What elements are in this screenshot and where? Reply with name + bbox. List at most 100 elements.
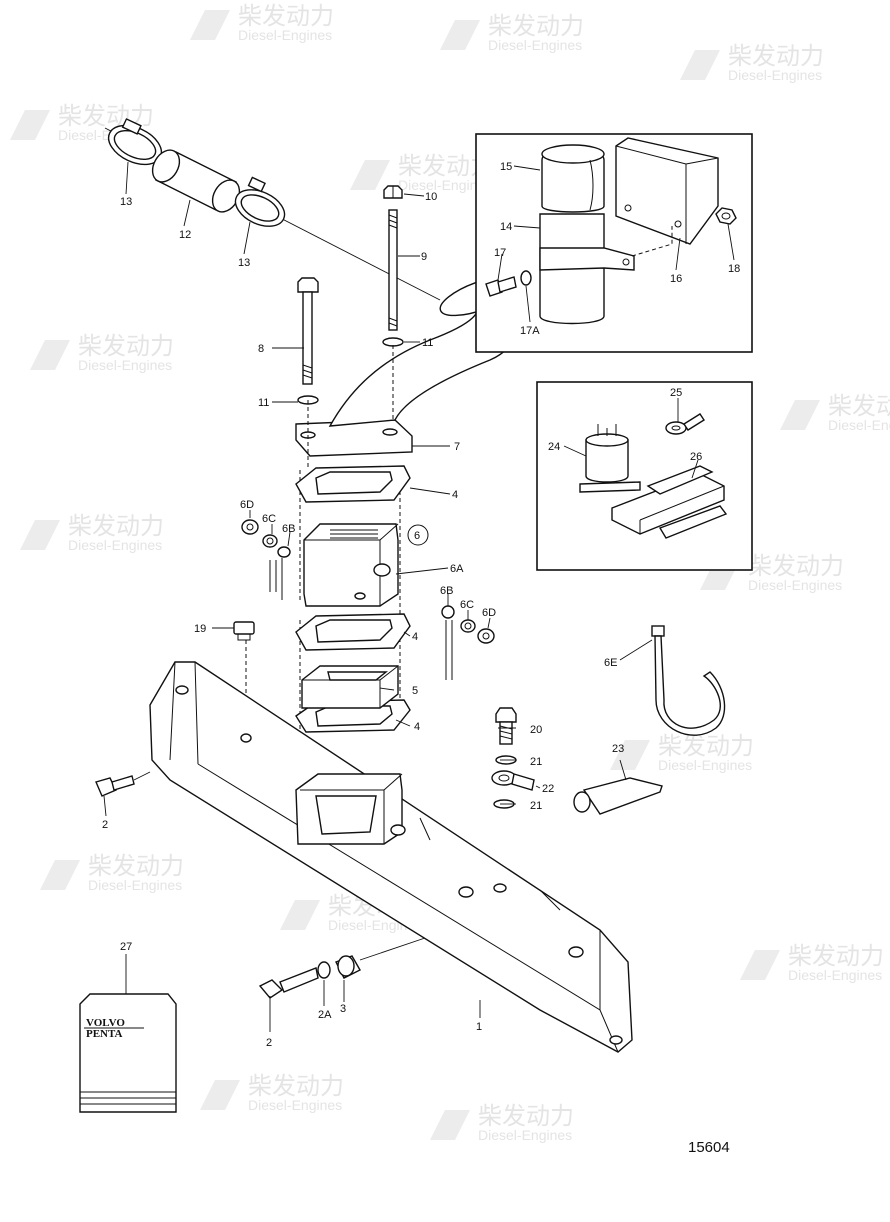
part-labels: 13 12 13 10 9 8 11 11 7 4 6D 6C 6B 6 6A …: [102, 161, 740, 1049]
label-17A: 17A: [520, 325, 540, 337]
label-23: 23: [612, 743, 624, 755]
watermark-text: 柴发动力: [488, 13, 584, 40]
banjo-union: [491, 770, 535, 791]
label-11: 11: [422, 337, 433, 349]
ring-terminal: [665, 413, 705, 435]
watermark-text: 柴发动力: [248, 1073, 344, 1100]
gasket-upper: [295, 465, 411, 503]
booklet-brand-line1: VOLVO: [86, 1017, 125, 1029]
watermark-text: 柴发动力: [788, 943, 884, 970]
plug: [233, 621, 255, 641]
label-25: 25: [670, 387, 682, 399]
spacer: [301, 665, 399, 709]
label-19: 19: [194, 623, 206, 635]
screw: [485, 276, 517, 297]
label-6C: 6C: [262, 513, 276, 525]
watermark-text: 柴发动力: [478, 1103, 574, 1130]
label-5: 5: [412, 685, 418, 697]
label-2: 2: [266, 1037, 272, 1049]
label-6: 6: [414, 530, 420, 542]
washer: [382, 337, 404, 347]
drawing-number: 15604: [688, 1139, 730, 1156]
exhaust-manifold: [149, 661, 633, 1053]
label-17: 17: [494, 247, 506, 259]
hose-clamp-bottom: [234, 176, 286, 227]
watermark-text: Diesel-Engines: [658, 757, 752, 773]
label-3: 3: [340, 1003, 346, 1015]
label-10: 10: [425, 191, 437, 203]
label-2: 2: [102, 819, 108, 831]
watermark-text: Diesel-Engines: [68, 537, 162, 553]
hose-clamp-top: [107, 118, 163, 166]
leader-lines: [103, 161, 735, 1032]
cable-terminal-right: [441, 605, 495, 680]
label-6B: 6B: [440, 585, 453, 597]
sealant-tube: [573, 777, 663, 815]
stud-nut: [383, 185, 403, 199]
inset-box-filter: [475, 133, 753, 353]
watermark-text: Diesel-Engines: [748, 577, 842, 593]
washer: [520, 270, 532, 286]
label-6D: 6D: [482, 607, 496, 619]
booklet-brand-line2: PENTA: [86, 1028, 123, 1040]
heater-block: [303, 523, 399, 607]
gasket-middle: [295, 613, 411, 651]
instruction-booklet: VOLVO PENTA: [79, 993, 177, 1113]
stud: [388, 209, 398, 331]
watermark-text: 柴发动力: [78, 333, 174, 360]
bolt: [297, 277, 319, 385]
watermark-text: Diesel-Engines: [398, 177, 492, 193]
label-12: 12: [179, 229, 191, 241]
lower-bolt: [258, 967, 319, 999]
label-6E: 6E: [604, 657, 617, 669]
label-21: 21: [530, 756, 542, 768]
hex-nut: [715, 207, 737, 225]
label-11: 11: [258, 397, 269, 409]
hose-sleeve: [151, 149, 241, 213]
solenoid-relay: [579, 424, 641, 493]
watermark-text: Diesel-Engines: [828, 417, 890, 433]
label-14: 14: [500, 221, 512, 233]
watermark-text: Diesel-Engines: [78, 357, 172, 373]
watermark-text: Diesel-Engines: [88, 877, 182, 893]
label-6A: 6A: [450, 563, 464, 575]
watermark-text: 柴发动力: [68, 513, 164, 540]
watermark-text: Diesel-Engines: [238, 27, 332, 43]
watermark-text: 柴发动力: [748, 553, 844, 580]
watermark-text: Diesel-Engines: [248, 1097, 342, 1113]
watermark-text: 柴发动力: [728, 43, 824, 70]
label-7: 7: [454, 441, 460, 453]
cable-terminal-left: [241, 519, 291, 600]
label-4: 4: [452, 489, 458, 501]
inset-box-relay: [536, 381, 753, 571]
label-6D: 6D: [240, 499, 254, 511]
label-26: 26: [690, 451, 702, 463]
label-1: 1: [476, 1021, 482, 1033]
lower-washer: [317, 961, 331, 979]
mounting-rail: [611, 465, 728, 539]
cable-tie: [651, 625, 726, 736]
label-9: 9: [421, 251, 427, 263]
watermark-text: 柴发动力: [238, 3, 334, 30]
watermark-text: 柴发动力: [658, 733, 754, 760]
side-bolt: [95, 771, 151, 797]
watermark-text: 柴发动力: [88, 853, 184, 880]
label-2A: 2A: [318, 1009, 332, 1021]
item-6-marker: [407, 524, 429, 546]
label-16: 16: [670, 273, 682, 285]
watermark-text: Diesel-Engines: [488, 37, 582, 53]
label-4: 4: [412, 631, 418, 643]
label-6B: 6B: [282, 523, 295, 535]
label-13: 13: [120, 196, 132, 208]
label-6C: 6C: [460, 599, 474, 611]
bracket: [615, 137, 719, 245]
label-13: 13: [238, 257, 250, 269]
banjo-bolt: [495, 707, 517, 745]
lower-spacer: [335, 955, 361, 979]
filter-cartridge: [539, 144, 635, 325]
watermark-text: 柴发动力: [828, 393, 890, 420]
label-4: 4: [414, 721, 420, 733]
watermark-text: Diesel-Engines: [728, 67, 822, 83]
